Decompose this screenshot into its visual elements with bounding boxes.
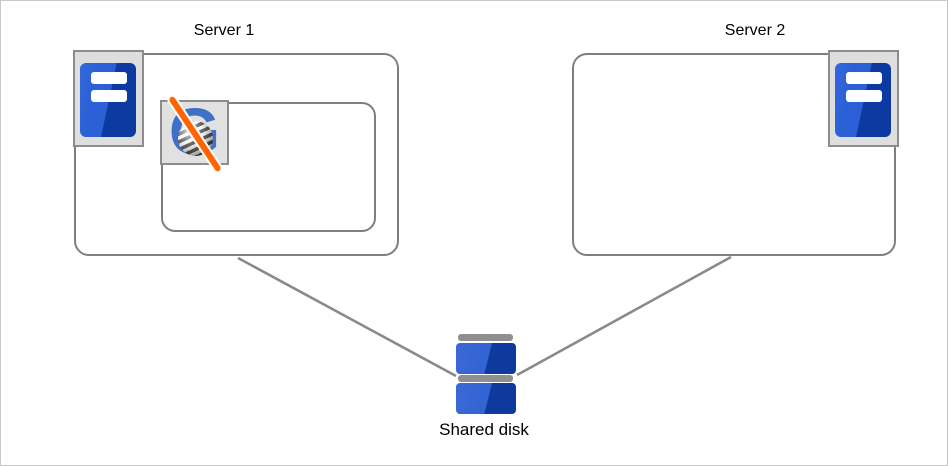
- disk-unit: [456, 383, 516, 414]
- server2-label: Server 2: [724, 22, 786, 39]
- connection-line-server1-shared-disk: [237, 256, 457, 378]
- disk-cap: [458, 334, 513, 341]
- server-tower-shape: [80, 63, 136, 137]
- server2-tower-server-icon: [828, 50, 899, 147]
- server1-tower-server-icon: [73, 50, 144, 147]
- server1-label: Server 1: [193, 22, 255, 39]
- disk-cap: [458, 375, 513, 382]
- server-slot-bar: [91, 90, 127, 102]
- shared-disk-label: Shared disk: [439, 420, 529, 439]
- server-slot-bar: [846, 72, 882, 84]
- server-slot-bar: [91, 72, 127, 84]
- connection-line-server2-shared-disk: [516, 255, 732, 377]
- failover-group-box: [161, 102, 376, 232]
- server-tower-shape: [835, 63, 891, 137]
- disk-unit: [456, 343, 516, 374]
- server-slot-bar: [846, 90, 882, 102]
